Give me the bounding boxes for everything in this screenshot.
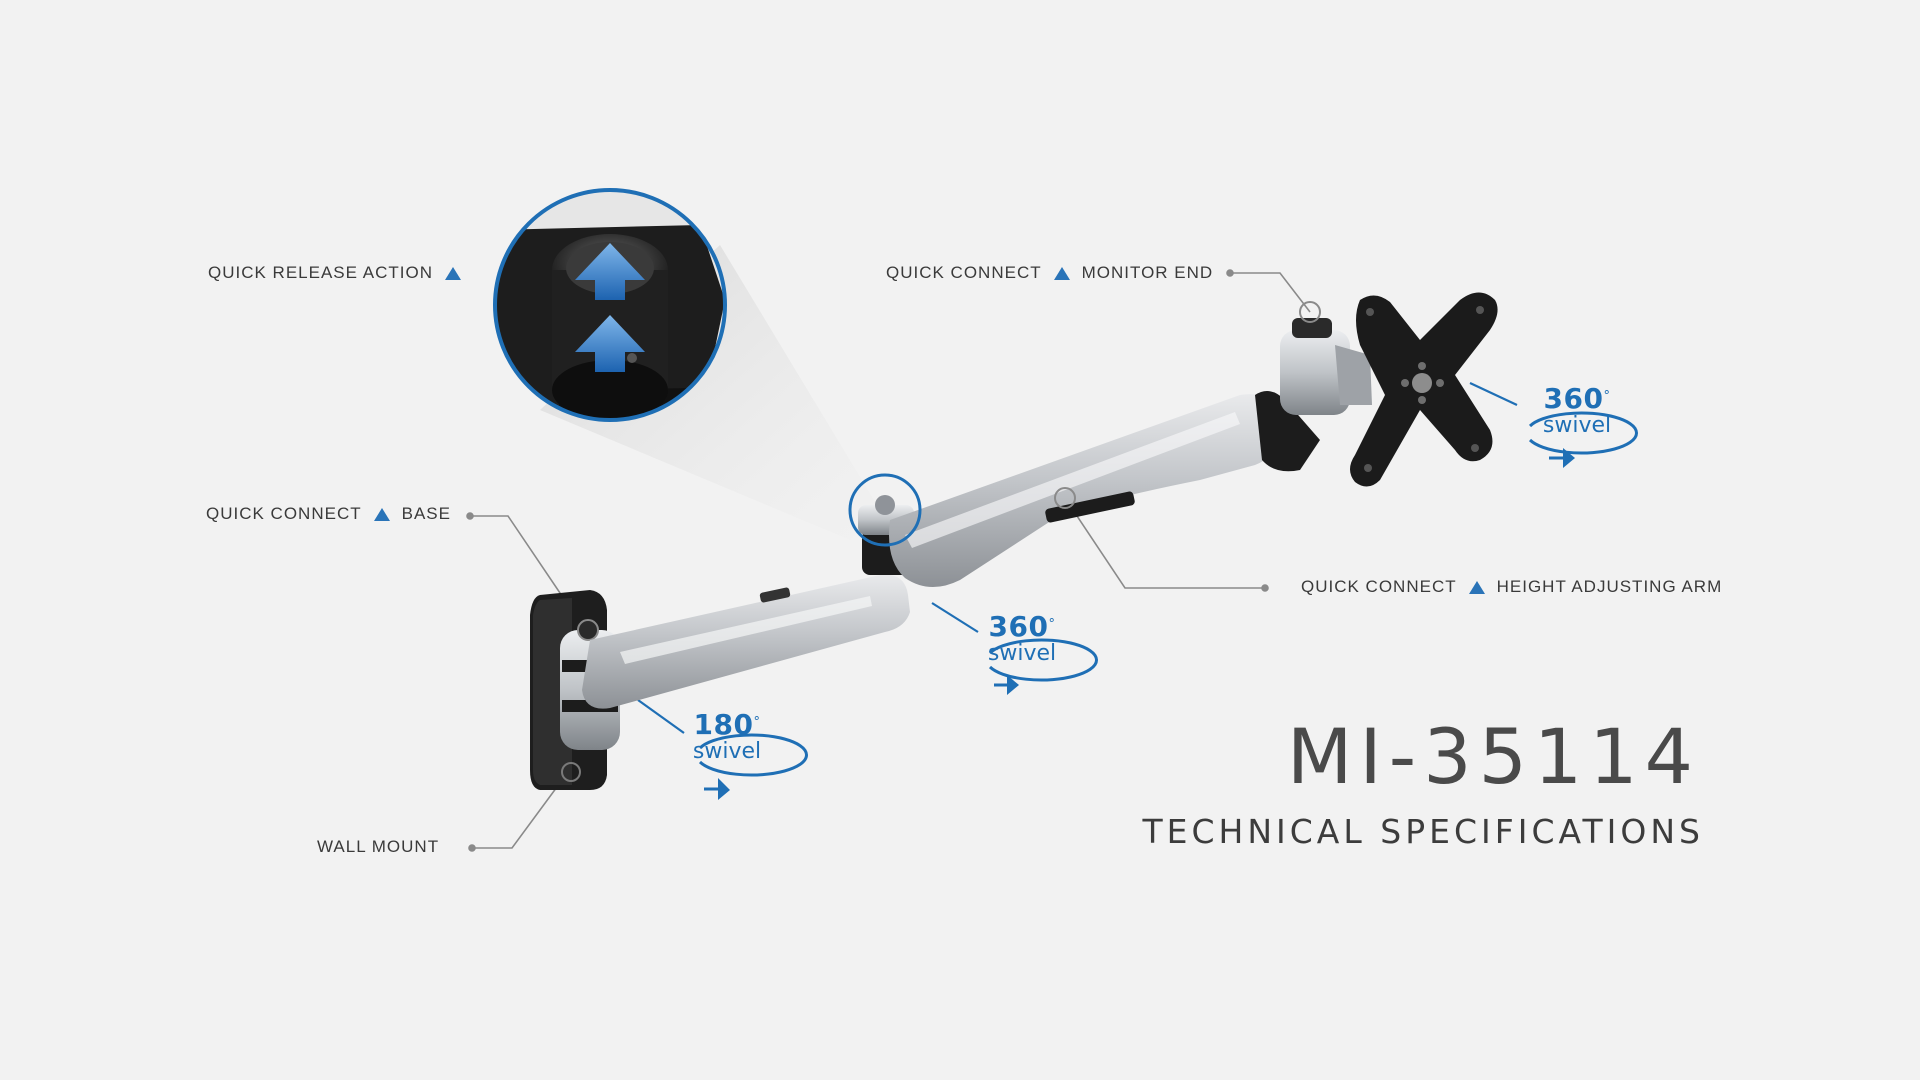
leader-monitor-dot — [1226, 269, 1234, 277]
quick-connect-base-left: QUICK CONNECT — [206, 504, 362, 523]
pointer-elbow-swivel — [931, 602, 979, 633]
swivel-360-monitor: 360° swivel — [1507, 384, 1647, 438]
height-arm-quick-connect-icon — [1054, 487, 1076, 509]
base-quick-connect-icon — [577, 619, 599, 641]
pointer-base-swivel — [637, 699, 685, 734]
leader-height — [1064, 497, 1265, 589]
monitor-joint — [1255, 301, 1372, 472]
double-up-arrow-icon — [575, 243, 645, 372]
quick-connect-base-right: BASE — [401, 504, 451, 523]
swivel-word: swivel — [692, 739, 762, 764]
product-subtitle: TECHNICAL SPECIFICATIONS — [1142, 812, 1704, 851]
triangle-icon — [1468, 580, 1485, 594]
triangle-icon — [1053, 266, 1070, 280]
label-quick-release-action: QUICK RELEASE ACTION — [208, 263, 461, 283]
wall-mount-screw-icon — [561, 762, 581, 782]
zoom-beam — [540, 245, 880, 540]
quick-connect-monitor-right: MONITOR END — [1081, 263, 1214, 282]
monitor-quick-connect-icon — [1299, 301, 1321, 323]
leader-lines — [466, 269, 1311, 852]
swivel-180-base: 180° swivel — [657, 710, 797, 764]
elbow-highlight-ring — [848, 473, 922, 547]
magnified-detail-icon — [493, 188, 727, 422]
label-quick-connect-monitor: QUICK CONNECT MONITOR END — [886, 263, 1213, 283]
leader-wall — [472, 771, 569, 849]
label-quick-connect-base: QUICK CONNECT BASE — [206, 504, 451, 524]
rotation-arrow-icon-base — [698, 733, 809, 800]
lower-arm — [582, 574, 910, 709]
label-quick-connect-height: QUICK CONNECT HEIGHT ADJUSTING ARM — [1301, 577, 1722, 597]
quick-release-text: QUICK RELEASE ACTION — [208, 263, 433, 282]
leader-base-dot — [466, 512, 474, 520]
quick-connect-monitor-left: QUICK CONNECT — [886, 263, 1042, 282]
quick-connect-height-right: HEIGHT ADJUSTING ARM — [1496, 577, 1723, 596]
swivel-word: swivel — [987, 641, 1057, 666]
leader-height-dot — [1261, 584, 1269, 592]
swivel-degrees: 180° — [693, 708, 761, 741]
vesa-plate — [1350, 292, 1498, 487]
quick-connect-height-left: QUICK CONNECT — [1301, 577, 1457, 596]
leader-monitor — [1230, 272, 1311, 313]
triangle-icon — [445, 266, 461, 280]
swivel-degrees: 360° — [988, 610, 1056, 643]
swivel-360-elbow: 360° swivel — [952, 612, 1092, 666]
upper-arm — [889, 394, 1280, 588]
pointer-monitor-swivel — [1469, 382, 1518, 406]
leader-base — [470, 515, 586, 631]
rotation-arrow-icon-monitor — [1528, 411, 1639, 468]
leader-wall-dot — [468, 844, 476, 852]
swivel-degrees: 360° — [1543, 382, 1611, 415]
rotation-arrow-icon-elbow — [988, 638, 1099, 695]
triangle-icon — [373, 507, 390, 521]
swivel-pointers — [637, 382, 1518, 734]
swivel-word: swivel — [1542, 413, 1612, 438]
product-model: MI-35114 — [1286, 712, 1700, 801]
label-wall-mount: WALL MOUNT — [317, 837, 439, 857]
wall-mount-text: WALL MOUNT — [317, 837, 440, 856]
